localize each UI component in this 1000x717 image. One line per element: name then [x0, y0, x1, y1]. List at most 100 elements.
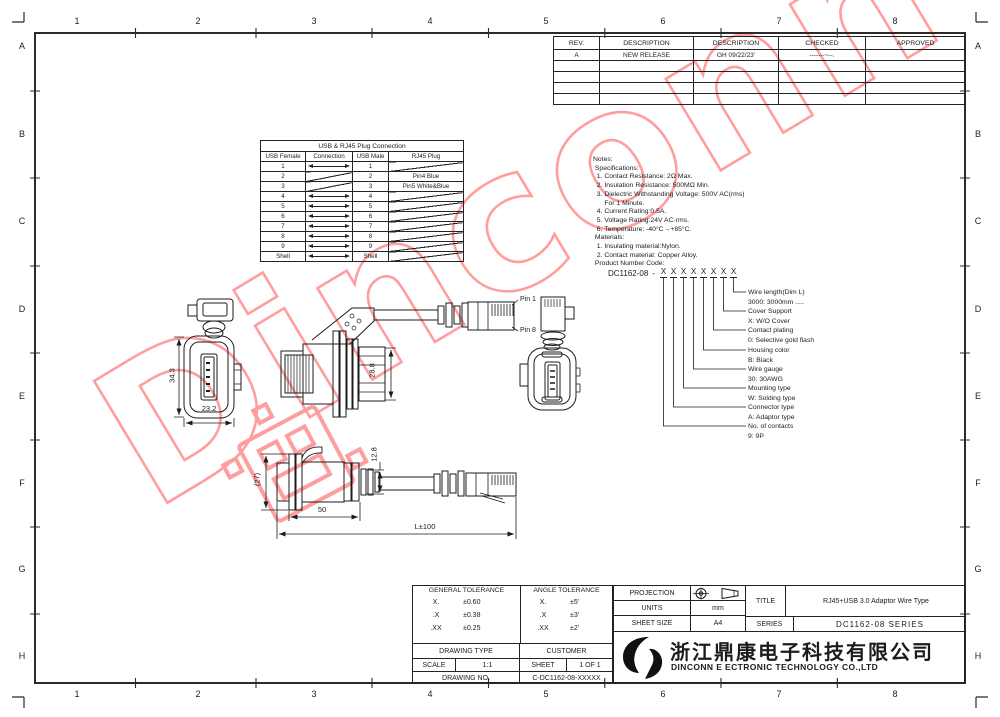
- series-value: DC1162-08 SERIES: [794, 616, 966, 631]
- notes-line: 5. Voltage Rating:24V AC·rms.: [593, 216, 689, 224]
- connection-symbol: [305, 211, 353, 222]
- grid-col-label: 6: [660, 16, 666, 26]
- grid-col-label: 3: [311, 16, 317, 26]
- grid-col-label: 5: [543, 689, 549, 699]
- series-label: SERIES: [746, 616, 794, 631]
- grid-col-label: 7: [776, 689, 782, 699]
- title-block: PROJECTION TITLE RJ45+USB 3.0 Adaptor Wi…: [613, 585, 966, 683]
- connection-symbol: [305, 161, 353, 172]
- dim-side-height: 28.8: [367, 363, 377, 378]
- rj45-cell: [387, 211, 465, 222]
- product-code-prefix: DC1162-08: [608, 269, 649, 278]
- dim-front-width: 23.2: [201, 404, 217, 413]
- connection-symbol: [305, 221, 353, 232]
- revision-row-empty: [553, 93, 966, 105]
- rev-cell: A: [553, 49, 600, 61]
- connection-symbol: [305, 191, 353, 202]
- description-cell: NEW RELEASE: [599, 49, 694, 61]
- revision-row-empty: [553, 60, 966, 72]
- rear-view-drawing: [519, 296, 581, 411]
- notes-line: 3. Dielectric Withstanding Voltage: 500V…: [593, 190, 745, 198]
- approved-header: APPROVED: [865, 36, 966, 50]
- notes-line: 1. Contact Resistance: 2Ω Max.: [593, 173, 693, 181]
- dim-panel-height: (27): [252, 472, 262, 487]
- notes-line: 4. Current Rating:0.5A.: [593, 208, 667, 216]
- grid-col-label: 2: [195, 16, 201, 26]
- dim-front-height: 34.3: [167, 368, 177, 383]
- angle-tolerance-title: ANGLE TOLERANCE: [533, 587, 600, 594]
- grid-col-label: 1: [74, 16, 80, 26]
- title-label: TITLE: [746, 586, 786, 616]
- company-name-cn: 浙江鼎康电子科技有限公司: [670, 642, 934, 664]
- connection-symbol: [305, 251, 353, 262]
- grid-row-label: D: [974, 304, 982, 314]
- customer-label: CUSTOMER: [520, 643, 613, 658]
- description-header: DESCRIPTION: [599, 36, 694, 50]
- grid-col-label: 8: [892, 16, 898, 26]
- drawing-no-value: C-DC1162-08-XXXXX: [520, 671, 613, 684]
- rj45-cell: [387, 231, 465, 242]
- date-cell: GH 09/22/23': [693, 49, 779, 61]
- rj45-cell: [387, 221, 465, 232]
- checked-cell: -------~--.: [778, 49, 866, 61]
- notes-block: Notes: Specifications: 1. Contact Resist…: [593, 156, 744, 269]
- code-leader-lines: [663, 278, 746, 427]
- dim-mount-length: 50: [317, 505, 327, 514]
- rj45-cell: Pin5 White&Blue: [387, 181, 465, 192]
- scale-label: SCALE: [413, 658, 456, 671]
- connection-symbol: [305, 231, 353, 242]
- rev-header: REV.: [553, 36, 600, 50]
- grid-col-label: 3: [311, 689, 317, 699]
- title-value: RJ45+USB 3.0 Adaptor Wire Type: [823, 597, 929, 605]
- product-code-x: X: [730, 267, 737, 278]
- grid-row-label: E: [18, 391, 25, 401]
- company-name-en: DINCONN E ECTRONIC TECHNOLOGY CO.,LTD: [671, 662, 879, 672]
- rj45-cell: [387, 241, 465, 252]
- general-tolerance-cell: GENERAL TOLERANCE X.±0.60 .X±0.38 .XX±0.…: [413, 586, 521, 643]
- grid-row-label: E: [974, 391, 981, 401]
- grid-row-label: H: [974, 651, 982, 661]
- pin1-label: Pin 1: [520, 296, 536, 303]
- grid-row-label: G: [18, 564, 26, 574]
- sheet-size-label: SHEET SIZE: [614, 616, 691, 631]
- description-header: DESCRIPTION: [693, 36, 779, 50]
- connection-symbol: [305, 241, 353, 252]
- checked-header: CHECKED: [778, 36, 866, 50]
- product-code-x: X: [670, 267, 677, 278]
- rj45-cell: [387, 191, 465, 202]
- grid-row-label: F: [975, 478, 981, 488]
- connection-symbol: [305, 201, 353, 212]
- grid-row-label: B: [18, 129, 25, 139]
- assembly-dim-lines: [261, 453, 517, 539]
- notes-line: Materials:: [593, 234, 625, 242]
- connection-header-row: USB Female Connection USB Male RJ45 Plug: [260, 151, 465, 162]
- notes-line: 6. Temperature: -40°C→+85°C.: [593, 225, 692, 233]
- grid-row-label: G: [974, 564, 982, 574]
- revision-table: REV. DESCRIPTION DESCRIPTION CHECKED APP…: [553, 36, 966, 105]
- drawing-no-label: DRAWING NO.: [413, 671, 520, 684]
- general-tolerance-title: GENERAL TOLERANCE: [428, 587, 505, 594]
- rj45-cell: [387, 251, 465, 262]
- approved-cell: [865, 49, 966, 61]
- grid-row-label: C: [18, 216, 26, 226]
- scale-value: 1:1: [456, 658, 520, 671]
- grid-col-label: 6: [660, 689, 666, 699]
- notes-line: 2. Insulation Resistance: 500MΩ Min.: [593, 182, 710, 190]
- sheet-size-value: A4: [691, 616, 746, 631]
- notes-line: For 1 Minute.: [593, 199, 645, 207]
- grid-col-label: 1: [74, 689, 80, 699]
- units-label: UNITS: [614, 601, 691, 616]
- notes-line: 2. Contact material: Copper Alloy.: [593, 251, 698, 259]
- pin8-label: Pin 8: [520, 327, 536, 334]
